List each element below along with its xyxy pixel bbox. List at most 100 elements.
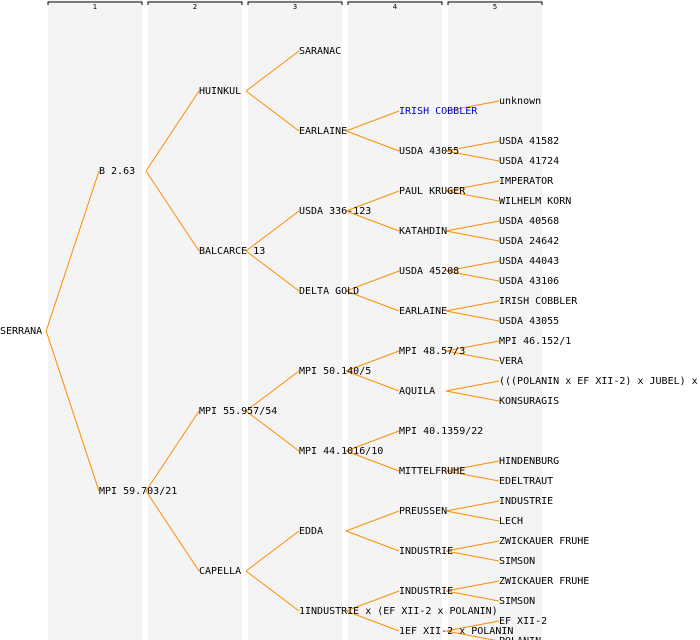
pedigree-node: (((POLANIN x EF XII-2) x JUBEL) x	[499, 376, 698, 387]
pedigree-node: HINDENBURG	[499, 456, 559, 467]
pedigree-edge	[445, 510, 500, 522]
pedigree-edge	[345, 190, 400, 212]
pedigree-edge	[445, 180, 500, 192]
pedigree-edge	[145, 170, 200, 252]
pedigree-edge	[245, 50, 300, 92]
pedigree-edge	[445, 100, 500, 112]
pedigree-node: MPI 44.1016/10	[299, 446, 383, 457]
pedigree-node: PREUSSEN	[399, 506, 447, 517]
pedigree-edge	[245, 410, 300, 452]
pedigree-node: 1INDUSTRIE x (EF XII-2 x POLANIN)	[299, 606, 498, 617]
pedigree-edge	[345, 350, 400, 372]
generation-bracket-5	[447, 1, 543, 5]
pedigree-node: EARLAINE	[299, 126, 347, 137]
pedigree-node: MPI 48.57/3	[399, 346, 465, 357]
pedigree-edge	[345, 510, 400, 532]
pedigree-edge	[345, 430, 400, 452]
pedigree-edge	[245, 210, 300, 252]
pedigree-edge	[345, 530, 400, 552]
pedigree-edge	[445, 310, 500, 322]
generation-label-1: 1	[93, 3, 97, 11]
pedigree-node: USDA 43106	[499, 276, 559, 287]
pedigree-edge	[445, 540, 500, 552]
pedigree-edge	[45, 170, 100, 332]
pedigree-edge	[445, 620, 500, 632]
generation-bracket-1	[47, 1, 143, 5]
pedigree-edge	[345, 370, 400, 392]
pedigree-node: ZWICKAUER FRUHE	[499, 536, 589, 547]
pedigree-edge	[445, 220, 500, 232]
pedigree-node: 1EF XII-2 x POLANIN	[399, 626, 513, 637]
pedigree-edges	[45, 50, 500, 640]
pedigree-node: USDA 43055	[399, 146, 459, 157]
pedigree-node: MPI 46.152/1	[499, 336, 571, 347]
pedigree-node: PAUL KRUGER	[399, 186, 466, 197]
pedigree-edge	[445, 260, 500, 272]
pedigree-node: VERA	[499, 356, 523, 367]
generation-column-1	[48, 0, 142, 640]
pedigree-node: MPI 40.1359/22	[399, 426, 483, 437]
pedigree-node: USDA 41582	[499, 136, 559, 147]
pedigree-edge	[145, 410, 200, 492]
pedigree-edge	[445, 270, 500, 282]
pedigree-edge	[145, 490, 200, 572]
pedigree-node: INDUSTRIE	[399, 546, 453, 557]
pedigree-node: CAPELLA	[199, 566, 241, 577]
pedigree-edge	[445, 390, 500, 402]
pedigree-edge	[445, 350, 500, 362]
pedigree-edge	[245, 370, 300, 412]
pedigree-node: WILHELM KORN	[499, 196, 571, 207]
pedigree-edge	[445, 380, 500, 392]
pedigree-edge	[345, 130, 400, 152]
pedigree-edge	[445, 580, 500, 592]
pedigree-edge	[345, 210, 400, 232]
pedigree-node: USDA 24642	[499, 236, 559, 247]
pedigree-node: USDA 45208	[399, 266, 459, 277]
pedigree-node: SIMSON	[499, 556, 535, 567]
pedigree-edge	[245, 90, 300, 132]
pedigree-node: MPI 59.703/21	[99, 486, 177, 497]
pedigree-node: INDUSTRIE	[499, 496, 553, 507]
pedigree-node: USDA 41724	[499, 156, 559, 167]
pedigree-node: DELTA GOLD	[299, 286, 359, 297]
pedigree-node-link[interactable]: IRISH COBBLER	[399, 106, 478, 117]
pedigree-edge	[445, 590, 500, 602]
pedigree-node: USDA 44043	[499, 256, 559, 267]
pedigree-edge	[445, 230, 500, 242]
generation-bracket-3	[247, 1, 343, 5]
pedigree-edge	[345, 590, 400, 612]
pedigree-edge	[445, 300, 500, 312]
pedigree-edge	[445, 140, 500, 152]
pedigree-node: ZWICKAUER FRUHE	[499, 576, 589, 587]
pedigree-node: B 2.63	[99, 166, 135, 177]
pedigree-node: INDUSTRIE	[399, 586, 453, 597]
pedigree-node: SARANAC	[299, 46, 341, 57]
pedigree-edge	[45, 330, 100, 492]
pedigree-edge	[445, 470, 500, 482]
pedigree-node: unknown	[499, 96, 541, 107]
pedigree-node: POLANIN	[499, 636, 541, 640]
pedigree-node: HUINKUL	[199, 86, 241, 97]
pedigree-edge	[445, 150, 500, 162]
pedigree-edge	[145, 90, 200, 172]
pedigree-node: EDDA	[299, 526, 323, 537]
pedigree-node: EARLAINE	[399, 306, 447, 317]
pedigree-node: LECH	[499, 516, 523, 527]
generation-bracket-4	[347, 1, 443, 5]
pedigree-edge	[445, 500, 500, 512]
pedigree-edge	[445, 460, 500, 472]
pedigree-node: MITTELFRUHE	[399, 466, 465, 477]
pedigree-node: SERRANA	[0, 326, 42, 337]
generation-label-3: 3	[293, 3, 297, 11]
pedigree-node: EDELTRAUT	[499, 476, 553, 487]
pedigree-edge	[245, 250, 300, 292]
pedigree-edge	[445, 190, 500, 202]
pedigree-edge	[345, 110, 400, 132]
pedigree-node: USDA 336-123	[299, 206, 371, 217]
pedigree-edge	[445, 630, 497, 640]
generation-label-4: 4	[393, 3, 398, 11]
pedigree-edge	[445, 550, 500, 562]
pedigree-edge	[245, 530, 300, 572]
